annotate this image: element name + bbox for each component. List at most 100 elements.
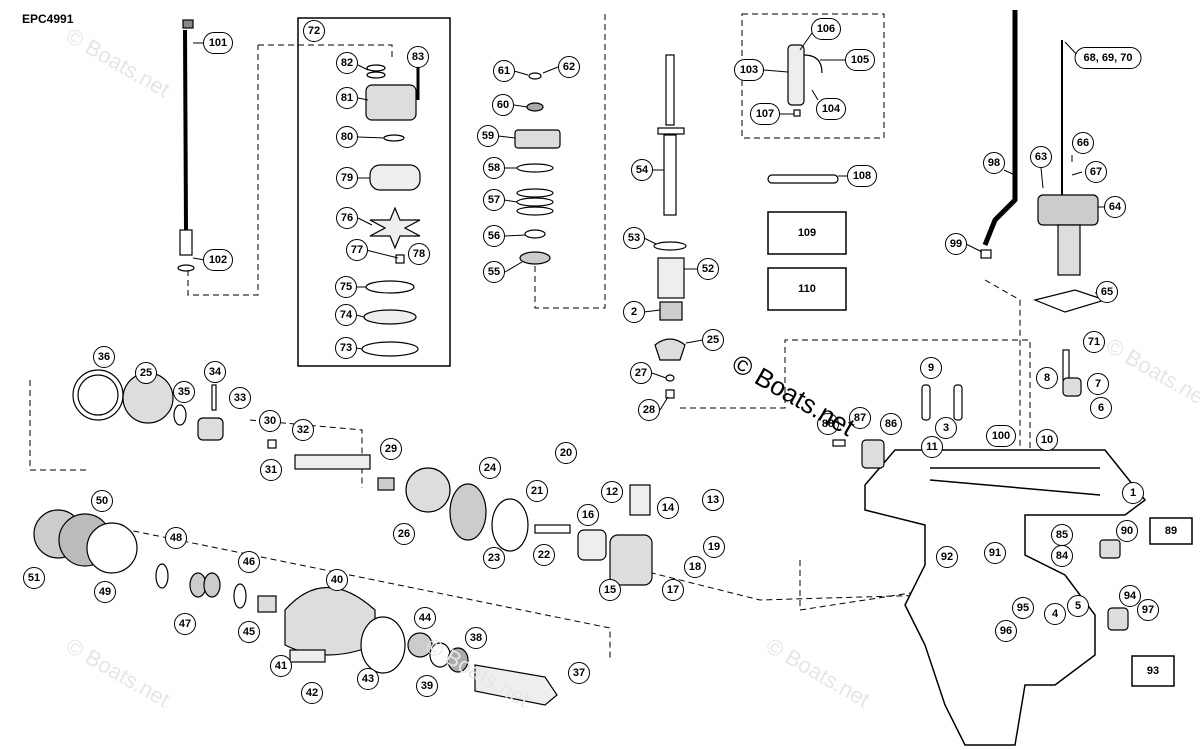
callout-12[interactable]: 12 [601, 481, 623, 503]
callout-101[interactable]: 101 [203, 32, 233, 54]
callout-38[interactable]: 38 [465, 627, 487, 649]
callout-19[interactable]: 19 [703, 536, 725, 558]
callout-63[interactable]: 63 [1030, 146, 1052, 168]
callout-30[interactable]: 30 [259, 410, 281, 432]
callout-78[interactable]: 78 [408, 243, 430, 265]
callout-41[interactable]: 41 [270, 655, 292, 677]
callout-46[interactable]: 46 [238, 551, 260, 573]
callout-102[interactable]: 102 [203, 249, 233, 271]
callout-3[interactable]: 3 [935, 417, 957, 439]
callout-108[interactable]: 108 [847, 165, 877, 187]
callout-94[interactable]: 94 [1119, 585, 1141, 607]
callout-81[interactable]: 81 [336, 87, 358, 109]
callout-21[interactable]: 21 [526, 480, 548, 502]
callout-88[interactable]: 88 [817, 413, 839, 435]
callout-33[interactable]: 33 [229, 387, 251, 409]
callout-23[interactable]: 23 [483, 547, 505, 569]
callout-97[interactable]: 97 [1137, 599, 1159, 621]
callout-9[interactable]: 9 [920, 357, 942, 379]
callout-34[interactable]: 34 [204, 361, 226, 383]
callout-62[interactable]: 62 [558, 56, 580, 78]
callout-98[interactable]: 98 [983, 152, 1005, 174]
callout-92[interactable]: 92 [936, 546, 958, 568]
callout-83[interactable]: 83 [407, 46, 429, 68]
callout-77[interactable]: 77 [346, 239, 368, 261]
callout-2[interactable]: 2 [623, 301, 645, 323]
box-ref-93[interactable]: 93 [1146, 665, 1160, 677]
callout-71[interactable]: 71 [1083, 331, 1105, 353]
callout-87[interactable]: 87 [849, 407, 871, 429]
callout-65[interactable]: 65 [1096, 281, 1118, 303]
box-ref-89[interactable]: 89 [1164, 525, 1178, 537]
callout-55[interactable]: 55 [483, 261, 505, 283]
callout-66[interactable]: 66 [1072, 132, 1094, 154]
callout-51[interactable]: 51 [23, 567, 45, 589]
callout-22[interactable]: 22 [533, 544, 555, 566]
callout-1[interactable]: 1 [1122, 482, 1144, 504]
callout-44[interactable]: 44 [414, 607, 436, 629]
callout-25-pinion[interactable]: 25 [702, 329, 724, 351]
callout-14[interactable]: 14 [657, 497, 679, 519]
callout-67[interactable]: 67 [1085, 161, 1107, 183]
callout-76[interactable]: 76 [336, 207, 358, 229]
callout-10[interactable]: 10 [1036, 429, 1058, 451]
callout-95[interactable]: 95 [1012, 597, 1034, 619]
callout-35[interactable]: 35 [173, 381, 195, 403]
callout-90[interactable]: 90 [1116, 520, 1138, 542]
callout-58[interactable]: 58 [483, 157, 505, 179]
callout-45[interactable]: 45 [238, 621, 260, 643]
box-ref-110[interactable]: 110 [798, 283, 816, 295]
callout-31[interactable]: 31 [260, 459, 282, 481]
callout-64[interactable]: 64 [1104, 196, 1126, 218]
callout-100[interactable]: 100 [986, 425, 1016, 447]
callout-26[interactable]: 26 [393, 523, 415, 545]
callout-80[interactable]: 80 [336, 126, 358, 148]
callout-104[interactable]: 104 [816, 98, 846, 120]
callout-43[interactable]: 43 [357, 668, 379, 690]
callout-54[interactable]: 54 [631, 159, 653, 181]
callout-74[interactable]: 74 [335, 304, 357, 326]
callout-106[interactable]: 106 [811, 18, 841, 40]
callout-52[interactable]: 52 [697, 258, 719, 280]
callout-28[interactable]: 28 [638, 399, 660, 421]
callout-32[interactable]: 32 [292, 419, 314, 441]
callout-103[interactable]: 103 [734, 59, 764, 81]
callout-27[interactable]: 27 [630, 362, 652, 384]
box-ref-109[interactable]: 109 [797, 227, 817, 239]
callout-36[interactable]: 36 [93, 346, 115, 368]
callout-53[interactable]: 53 [623, 227, 645, 249]
callout-49[interactable]: 49 [94, 581, 116, 603]
callout-16[interactable]: 16 [577, 504, 599, 526]
callout-25-gear[interactable]: 25 [135, 362, 157, 384]
callout-72[interactable]: 72 [303, 20, 325, 42]
callout-59[interactable]: 59 [477, 125, 499, 147]
callout-75[interactable]: 75 [335, 276, 357, 298]
callout-8[interactable]: 8 [1036, 367, 1058, 389]
callout-61[interactable]: 61 [493, 60, 515, 82]
callout-79[interactable]: 79 [336, 167, 358, 189]
callout-17[interactable]: 17 [662, 579, 684, 601]
callout-73[interactable]: 73 [335, 337, 357, 359]
callout-85[interactable]: 85 [1051, 524, 1073, 546]
callout-47[interactable]: 47 [174, 613, 196, 635]
callout-20[interactable]: 20 [555, 442, 577, 464]
callout-39[interactable]: 39 [416, 675, 438, 697]
callout-91[interactable]: 91 [984, 542, 1006, 564]
callout-86[interactable]: 86 [880, 413, 902, 435]
callout-107[interactable]: 107 [750, 103, 780, 125]
callout-48[interactable]: 48 [165, 527, 187, 549]
callout-6[interactable]: 6 [1090, 397, 1112, 419]
callout-57[interactable]: 57 [483, 189, 505, 211]
callout-84[interactable]: 84 [1051, 545, 1073, 567]
callout-82[interactable]: 82 [336, 52, 358, 74]
callout-5[interactable]: 5 [1067, 595, 1089, 617]
callout-7[interactable]: 7 [1087, 373, 1109, 395]
callout-99[interactable]: 99 [945, 233, 967, 255]
callout-11[interactable]: 11 [921, 436, 943, 458]
callout-50[interactable]: 50 [91, 490, 113, 512]
callout-60[interactable]: 60 [492, 94, 514, 116]
callout-24[interactable]: 24 [479, 457, 501, 479]
callout-68-69-70[interactable]: 68, 69, 70 [1074, 47, 1142, 69]
callout-56[interactable]: 56 [483, 225, 505, 247]
callout-18[interactable]: 18 [684, 556, 706, 578]
